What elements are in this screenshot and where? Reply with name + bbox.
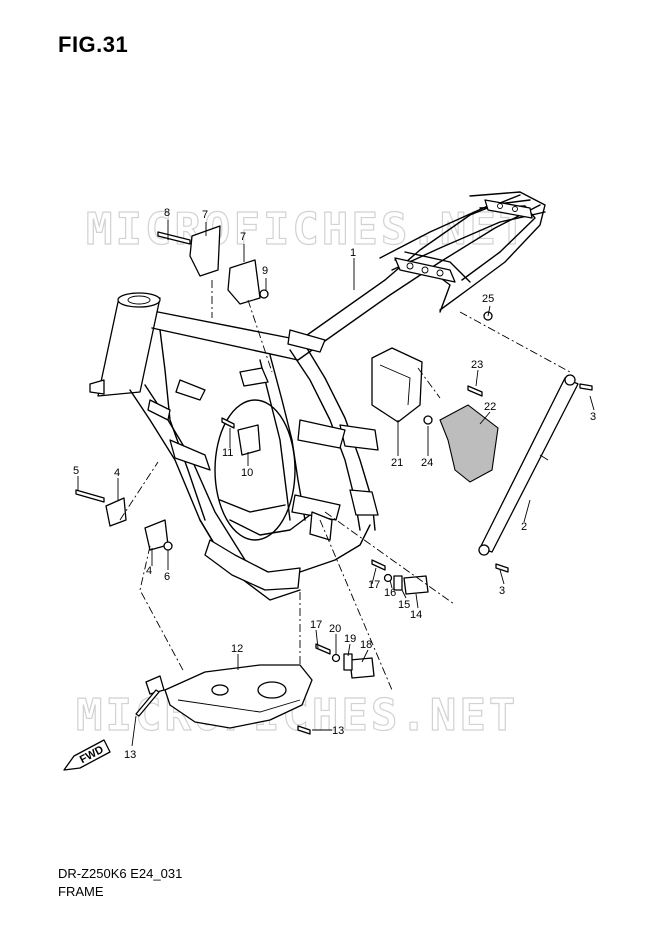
callout-22: 22: [484, 401, 496, 413]
callout-25: 25: [482, 293, 494, 305]
callout-23: 23: [471, 359, 483, 371]
bracket-7a: [189, 225, 221, 277]
callout-13: 13: [332, 725, 344, 737]
bracket-21: [371, 347, 423, 423]
callout-17: 17: [310, 619, 322, 631]
callout-8: 8: [164, 207, 170, 219]
figure-title: FIG.31: [58, 32, 129, 57]
callout-3: 3: [499, 585, 505, 597]
callout-labels: 1 2 3 3 4 4 5 6 7 7 8 9 10 11 12 13 13 1…: [73, 207, 596, 761]
callout-11: 11: [222, 447, 233, 459]
callout-1: 1: [350, 247, 356, 259]
bracket-10: [237, 424, 261, 456]
bushing-18: [349, 657, 375, 679]
callout-14: 14: [410, 609, 422, 621]
main-frame: [89, 191, 546, 601]
callout-7: 7: [202, 209, 208, 221]
rear-frame-brace: [478, 374, 579, 556]
callout-13: 13: [124, 749, 136, 761]
skid-plate-12: [164, 664, 313, 729]
section-name: FRAME: [58, 884, 104, 899]
watermark-top: MICROFICHES.NET: [86, 204, 528, 255]
callout-24: 24: [421, 457, 433, 469]
callout-12: 12: [231, 643, 243, 655]
bracket-7b: [227, 259, 261, 305]
callout-9: 9: [262, 265, 268, 277]
callout-10: 10: [241, 467, 253, 479]
callout-2: 2: [521, 521, 527, 533]
callout-19: 19: [344, 633, 356, 645]
callout-20: 20: [329, 623, 341, 635]
callout-15: 15: [398, 599, 410, 611]
callout-4: 4: [146, 565, 152, 577]
callout-16: 16: [384, 587, 396, 599]
cover-22: [439, 404, 499, 483]
model-code: DR-Z250K6 E24_031: [58, 866, 183, 881]
callout-7: 7: [240, 231, 246, 243]
bushing-14: [403, 575, 429, 595]
bracket-4a: [105, 497, 127, 527]
callout-6: 6: [164, 571, 170, 583]
callout-5: 5: [73, 465, 79, 477]
fwd-label: FWD: [78, 744, 106, 766]
fwd-arrow-icon: FWD: [63, 739, 111, 771]
callout-18: 18: [360, 639, 372, 651]
callout-3: 3: [590, 411, 596, 423]
callout-17: 17: [368, 579, 380, 591]
callout-4: 4: [114, 467, 120, 479]
callout-21: 21: [391, 457, 403, 469]
